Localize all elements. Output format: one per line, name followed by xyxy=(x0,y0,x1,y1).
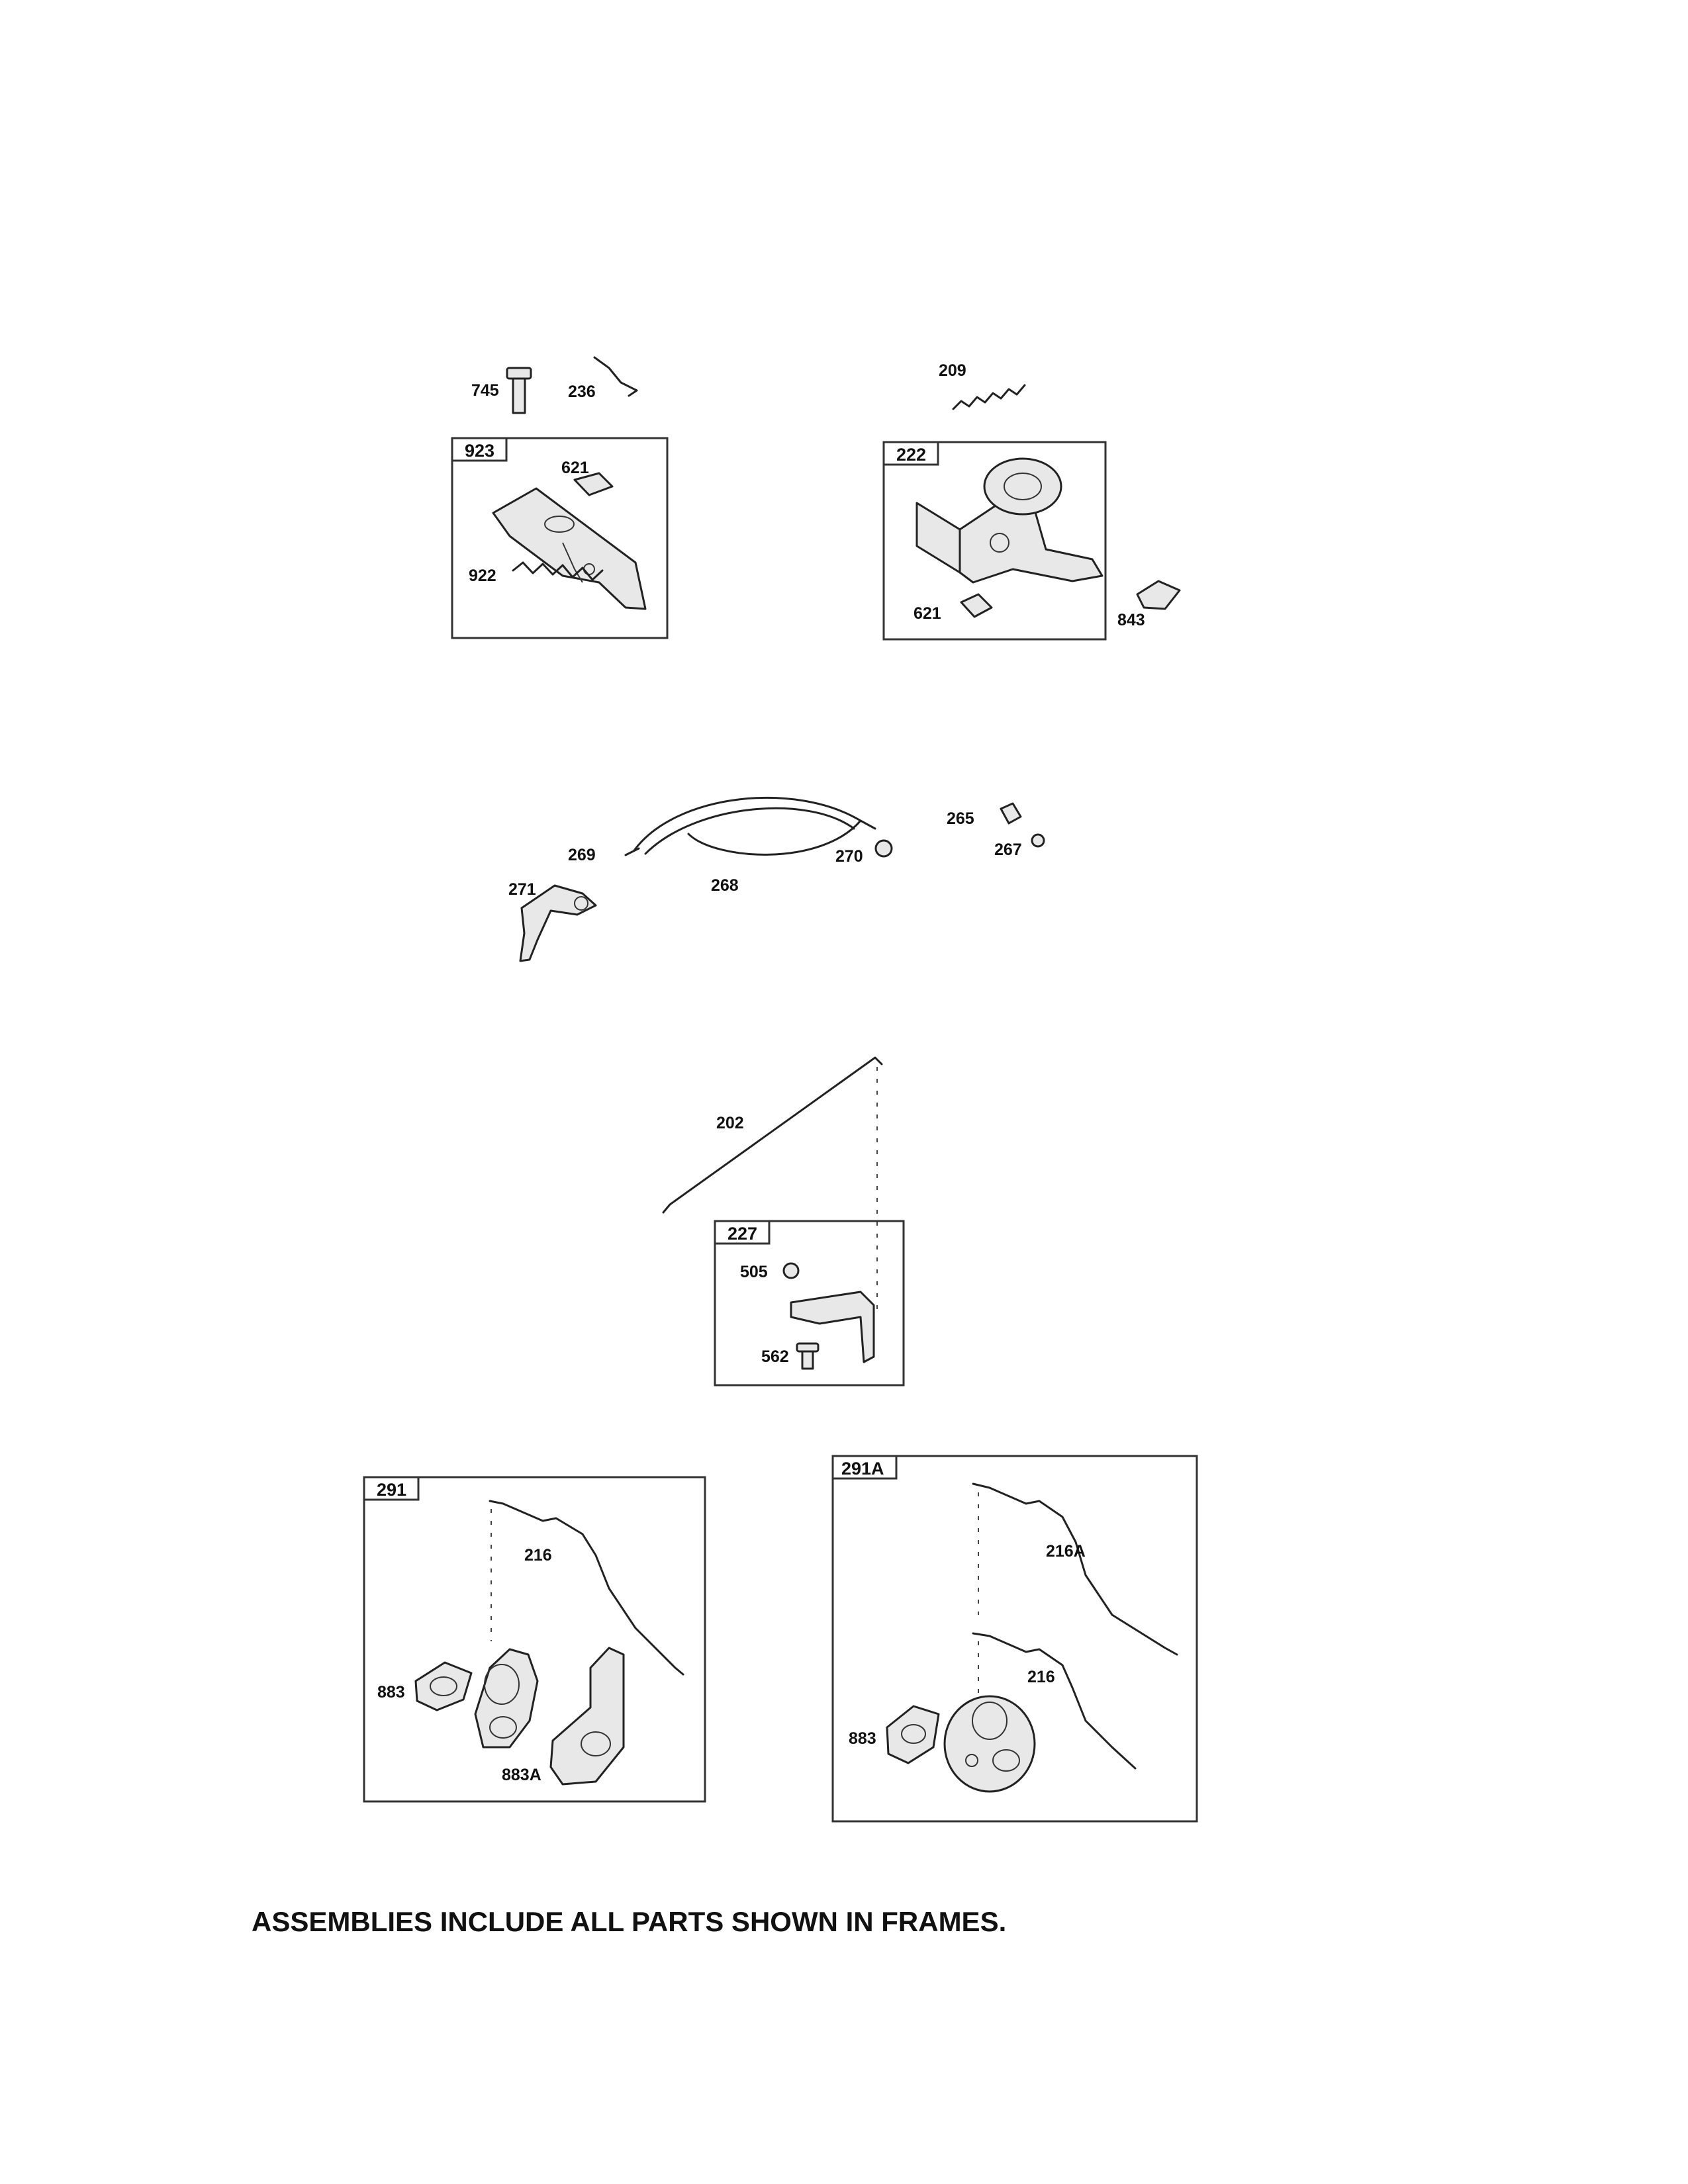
label-271: 271 xyxy=(508,880,536,899)
part-922-spring xyxy=(512,561,604,581)
label-505: 505 xyxy=(740,1263,768,1281)
label-745: 745 xyxy=(471,381,499,400)
frame-291-tab xyxy=(363,1476,420,1501)
part-843-gasket xyxy=(1136,580,1181,610)
label-562: 562 xyxy=(761,1347,789,1366)
frame-227-label: 227 xyxy=(727,1224,757,1244)
label-202: 202 xyxy=(716,1114,744,1132)
part-562-screw xyxy=(796,1342,820,1370)
part-621-clip-a xyxy=(573,472,614,496)
label-209: 209 xyxy=(939,361,966,380)
part-236-link xyxy=(593,356,638,397)
frame-222-label: 222 xyxy=(896,445,926,465)
label-883A: 883A xyxy=(502,1766,541,1784)
frame-222-tab xyxy=(882,441,939,466)
part-216-link-b xyxy=(972,1632,1137,1770)
label-922: 922 xyxy=(469,567,496,585)
part-291-carburetor xyxy=(474,1648,539,1749)
part-222-control-bracket xyxy=(915,457,1103,584)
label-268: 268 xyxy=(711,876,739,895)
frame-923-tab xyxy=(451,437,508,462)
label-621-b: 621 xyxy=(914,604,941,623)
part-883-gasket-b xyxy=(886,1705,940,1764)
frame-291A-label: 291A xyxy=(841,1459,884,1479)
assembly-caption: ASSEMBLIES INCLUDE ALL PARTS SHOWN IN FR… xyxy=(252,1906,1007,1937)
part-883A-plate xyxy=(549,1647,625,1786)
frame-923 xyxy=(451,437,669,639)
part-883-gasket-a xyxy=(414,1661,473,1711)
frame-227 xyxy=(714,1220,905,1387)
label-883-a: 883 xyxy=(377,1683,405,1702)
frame-291A xyxy=(831,1455,1198,1823)
label-270: 270 xyxy=(835,847,863,866)
label-883-b: 883 xyxy=(849,1729,876,1748)
frame-291 xyxy=(363,1476,706,1803)
part-621-clip-b xyxy=(960,593,993,618)
part-745-bolt xyxy=(506,367,532,414)
part-202-link xyxy=(662,1056,883,1214)
label-621-a: 621 xyxy=(561,459,589,477)
part-269-cable-end xyxy=(624,847,640,856)
part-923-bracket xyxy=(492,487,647,610)
part-505-nut xyxy=(782,1262,800,1279)
part-291A-carburetor xyxy=(943,1695,1036,1793)
label-267: 267 xyxy=(994,841,1022,859)
part-268-cable xyxy=(633,796,876,856)
part-271-lever xyxy=(519,884,597,962)
label-265: 265 xyxy=(947,809,974,828)
frame-291A-tab xyxy=(831,1455,898,1480)
part-265-clamp xyxy=(1000,802,1022,825)
part-227-lever xyxy=(790,1291,875,1363)
part-267-screw xyxy=(1031,833,1045,848)
part-216-link-a xyxy=(489,1500,684,1676)
label-236: 236 xyxy=(568,383,596,401)
label-216-b: 216 xyxy=(1027,1668,1055,1686)
part-270-nut xyxy=(874,839,893,858)
label-216-a: 216 xyxy=(524,1546,552,1565)
part-216A-link xyxy=(972,1482,1178,1656)
label-216A: 216A xyxy=(1046,1542,1086,1561)
frame-222 xyxy=(882,441,1107,641)
frame-291-label: 291 xyxy=(377,1480,406,1500)
frame-227-tab xyxy=(714,1220,771,1245)
label-843: 843 xyxy=(1117,611,1145,629)
label-269: 269 xyxy=(568,846,596,864)
frame-923-label: 923 xyxy=(465,441,494,461)
part-209-spring xyxy=(952,384,1026,410)
